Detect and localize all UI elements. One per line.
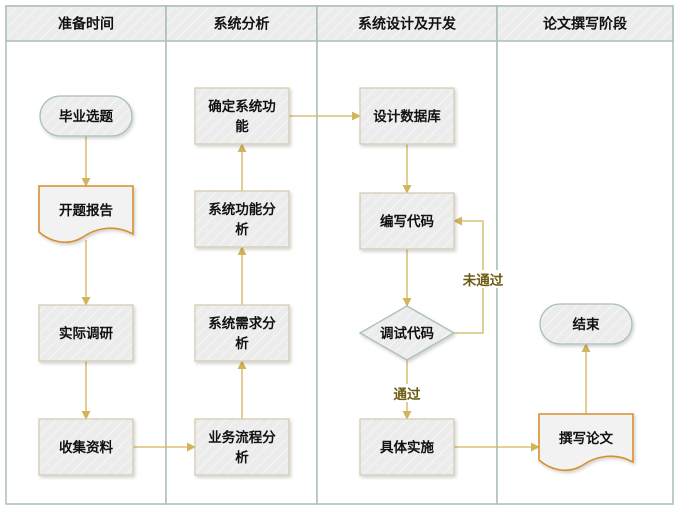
node-label: 开题报告	[59, 202, 113, 219]
node-label: 设计数据库	[373, 108, 441, 125]
process-box	[194, 418, 290, 476]
node-label: 析	[235, 449, 249, 466]
edge-label-bg	[390, 384, 424, 402]
node-label: 撰写论文	[559, 430, 613, 447]
node-label: 结束	[573, 316, 601, 333]
lane-title: 系统设计及开发	[358, 16, 457, 33]
node-label: 调试代码	[380, 325, 434, 342]
lane-header	[496, 5, 674, 42]
node-terminal-n14[interactable]: 结束	[539, 303, 633, 345]
terminal-shape	[39, 95, 133, 137]
node-label: 系统需求分	[208, 315, 276, 332]
process-box	[359, 418, 455, 476]
node-label: 毕业选题	[59, 108, 113, 125]
decision-diamond	[358, 305, 456, 361]
lane-title: 系统分析	[214, 16, 270, 33]
node-process-n3[interactable]: 实际调研	[38, 304, 134, 362]
node-label: 业务流程分	[208, 429, 276, 446]
node-label: 收集资料	[59, 439, 113, 456]
edge-label: 通过	[394, 386, 421, 403]
node-process-n10[interactable]: 编写代码	[359, 192, 455, 250]
node-process-n9[interactable]: 设计数据库	[359, 87, 455, 145]
process-box	[194, 304, 290, 362]
document-shape	[538, 413, 634, 472]
edges-layer	[81, 111, 591, 452]
lane-title: 论文撰写阶段	[543, 16, 627, 33]
node-label: 系统功能分	[208, 201, 276, 218]
process-box	[38, 304, 134, 362]
document-shape	[38, 185, 134, 244]
node-label: 实际调研	[59, 325, 113, 342]
node-terminal-n1[interactable]: 毕业选题	[39, 95, 133, 137]
terminal-shape	[539, 303, 633, 345]
node-process-n12[interactable]: 具体实施	[359, 418, 455, 476]
process-box	[194, 87, 290, 145]
lane-header	[316, 5, 498, 42]
process-box	[359, 87, 455, 145]
node-process-n4[interactable]: 收集资料	[38, 418, 134, 476]
process-box	[194, 190, 290, 248]
process-box	[359, 192, 455, 250]
node-label: 确定系统功	[208, 98, 276, 115]
lane-title: 准备时间	[58, 16, 114, 33]
lane-header	[5, 5, 167, 42]
node-label: 能	[235, 118, 249, 135]
node-document-n13[interactable]: 撰写论文	[538, 413, 634, 472]
edge-label: 未通过	[463, 272, 504, 289]
node-label: 析	[235, 335, 249, 352]
node-decision-n11[interactable]: 调试代码	[358, 305, 456, 361]
edge-label-bg	[458, 270, 508, 288]
nodes-layer: 毕业选题开题报告实际调研收集资料业务流程分析系统需求分析系统功能分析确定系统功能…	[38, 87, 634, 476]
node-document-n2[interactable]: 开题报告	[38, 185, 134, 244]
node-label: 编写代码	[380, 213, 434, 230]
node-label: 析	[235, 221, 249, 238]
process-box	[38, 418, 134, 476]
node-label: 具体实施	[379, 439, 434, 456]
